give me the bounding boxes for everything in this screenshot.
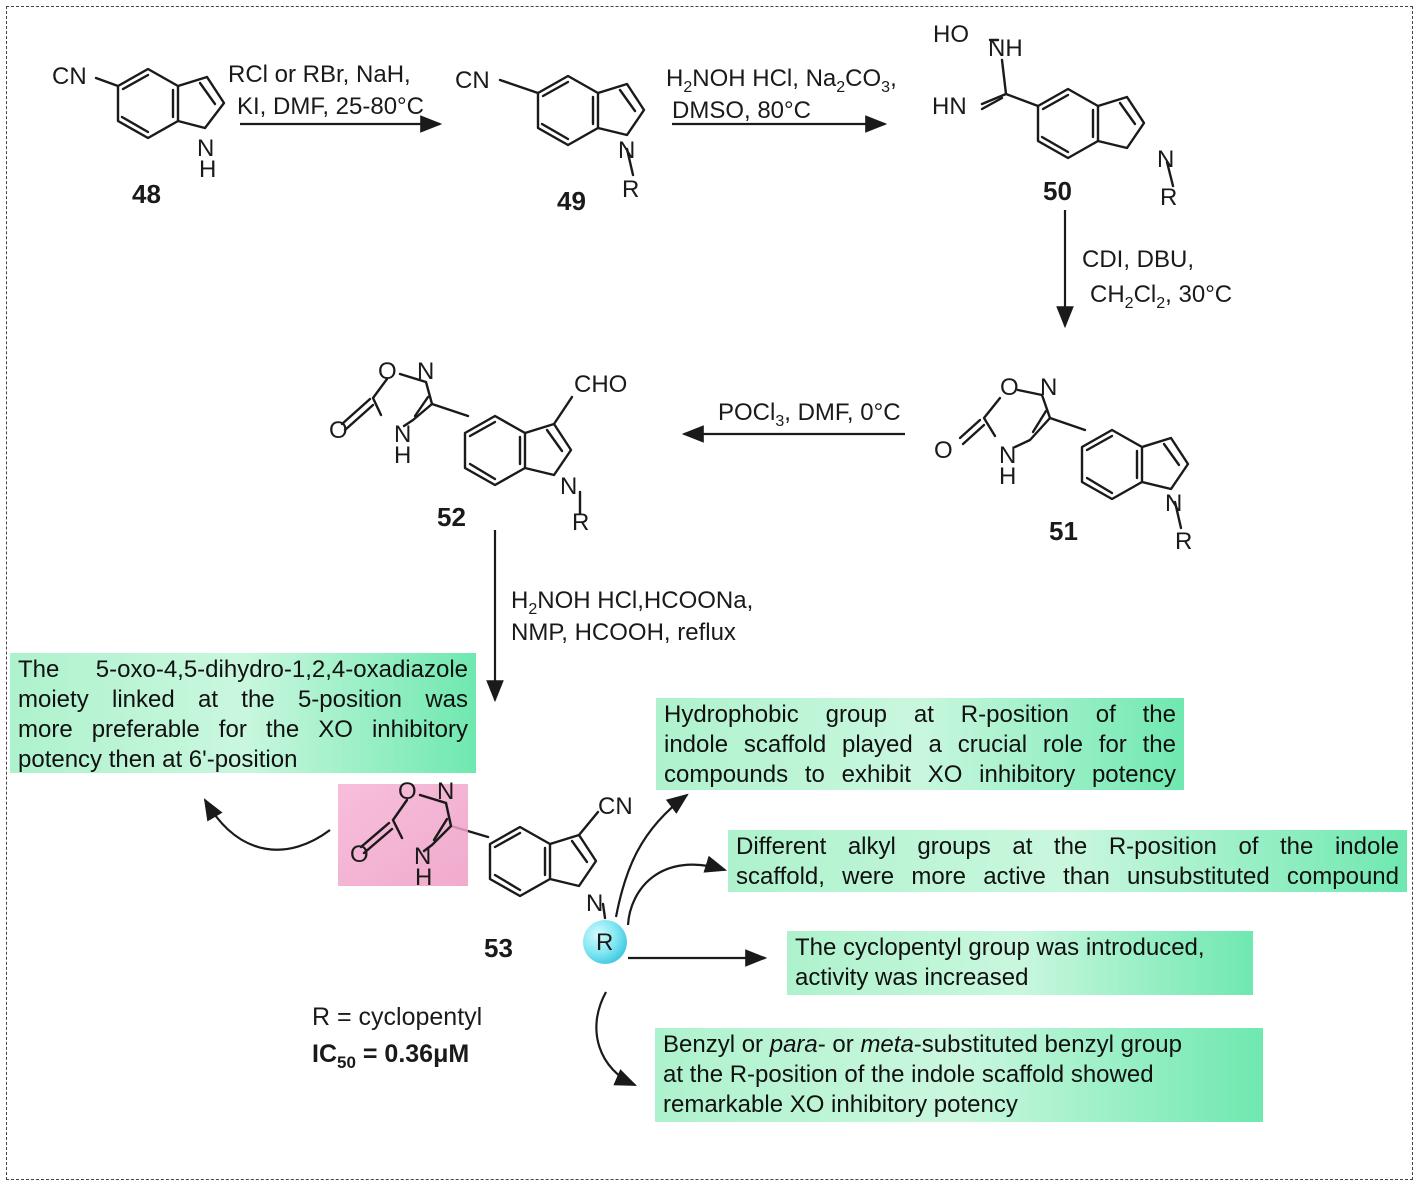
atom-o-51: O [1000, 374, 1019, 401]
compound-51-structure [958, 388, 1190, 530]
atom-r-51: R [1175, 528, 1192, 555]
atom-n-48: N [197, 135, 214, 162]
note-hydrophobic-group: Hydrophobic group at R-position of the i… [656, 698, 1184, 790]
atom-h-51: H [999, 463, 1016, 490]
atom-r-52: R [572, 509, 589, 536]
compound-label-52: 52 [437, 502, 466, 532]
atom-cn-48: CN [52, 63, 87, 90]
step4-conditions: POCl3, DMF, 0°C [718, 399, 901, 430]
arrow-to-hydrophobic-note [614, 793, 689, 918]
step3-line2: CH2Cl2, 30°C [1090, 281, 1232, 312]
compound-50-structure [980, 38, 1175, 188]
step3-line1: CDI, DBU, [1082, 246, 1194, 273]
atom-h-48: H [199, 156, 216, 183]
atom-cn-49: CN [455, 67, 490, 94]
step2-line1: H2NOH HCl, Na2CO3, [666, 65, 897, 96]
compound-52-structure [340, 372, 582, 516]
atom-h-53: H [415, 864, 432, 891]
atom-n-52: N [560, 473, 577, 500]
atom-oxo-53: O [350, 841, 369, 868]
step5-line1: H2NOH HCl,HCOONa, [511, 587, 753, 618]
compound-label-51: 51 [1049, 516, 1078, 546]
step1-line1: RCl or RBr, NaH, [228, 61, 411, 88]
atom-nh-50: NH [988, 35, 1023, 62]
compound-label-49: 49 [557, 186, 586, 216]
ic50-value: IC50 = 0.36μM [312, 1040, 470, 1072]
atom-cn-53: CN [598, 793, 633, 820]
atom-n-52-n: N [394, 421, 411, 448]
arrow-to-oxadiazole-note [203, 798, 331, 851]
compound-49-structure [498, 74, 646, 177]
atom-o-53: O [398, 778, 417, 805]
atom-hn-50: HN [932, 93, 967, 120]
atom-n-53-n: N [414, 843, 431, 870]
compound-label-50: 50 [1043, 176, 1072, 206]
atom-r-50: R [1160, 184, 1177, 211]
atom-n-ring-52: N [417, 358, 434, 385]
note-cyclopentyl-group: The cyclopentyl group was introduced, ac… [787, 931, 1253, 995]
step5-line2: NMP, HCOOH, reflux [511, 619, 736, 646]
arrow-to-benzyl-note [595, 991, 638, 1087]
note-benzyl-group: Benzyl or para- or meta-substituted benz… [655, 1028, 1263, 1122]
atom-n-49: N [618, 137, 635, 164]
atom-n-h-51-n: N [999, 442, 1016, 469]
atom-n-ring-51: N [1040, 374, 1057, 401]
arrow-to-alkyl-note [626, 855, 728, 926]
atom-n-53: N [586, 890, 603, 917]
step2-line2: DMSO, 80°C [672, 97, 811, 124]
note-alkyl-groups: Different alkyl groups at the R-position… [728, 830, 1407, 892]
atom-ho-50: HO [933, 21, 969, 48]
atom-r-53: R [596, 929, 613, 956]
step1-line2: KI, DMF, 25-80°C [237, 93, 424, 120]
atom-oxo-52: O [329, 417, 348, 444]
atom-r-49: R [622, 176, 639, 203]
atom-n-50: N [1157, 146, 1174, 173]
oxadiazole-highlight [338, 784, 468, 886]
atom-cho-52: CHO [574, 371, 627, 398]
compound-label-48: 48 [132, 179, 161, 209]
scheme-frame [6, 6, 1413, 1180]
note-oxadiazole-position: The 5-oxo-4,5-dihydro-1,2,4-oxadiazole m… [10, 653, 476, 773]
compound-48-structure [94, 67, 226, 140]
r-group-ball [583, 920, 627, 964]
atom-o-52: O [378, 358, 397, 385]
r-definition: R = cyclopentyl [312, 1003, 483, 1031]
atom-oxo-51: O [934, 437, 953, 464]
atom-h-52: H [394, 442, 411, 469]
atom-n-ring-53: N [437, 778, 454, 805]
compound-label-53: 53 [484, 933, 513, 963]
atom-n-51: N [1165, 490, 1182, 517]
